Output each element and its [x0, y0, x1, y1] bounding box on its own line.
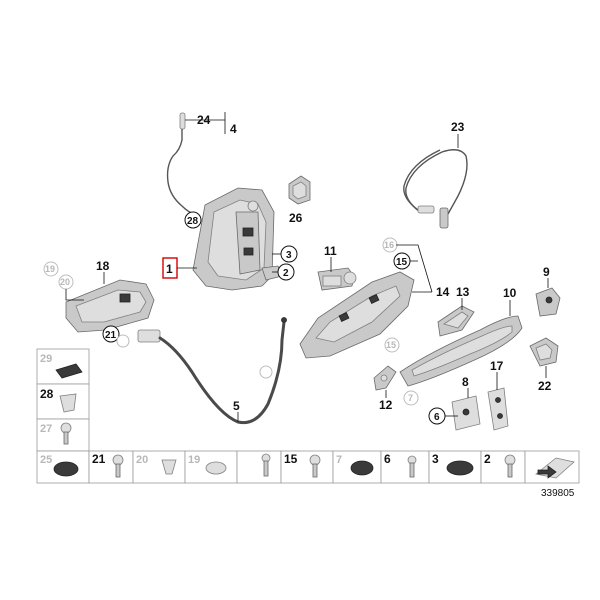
part-9-end-cap: [535, 278, 561, 317]
callout-23: 23: [451, 120, 465, 134]
callout-19: 19: [45, 264, 55, 274]
callout-20-circle: 20: [58, 274, 84, 301]
callout-3-circle: 3: [272, 245, 298, 263]
table-label-6: 6: [384, 452, 391, 466]
callout-9: 9: [543, 265, 550, 279]
part-14-handle-carrier: [299, 271, 432, 359]
callout-6-diagram: 6: [434, 412, 440, 423]
table-label-29: 29: [40, 353, 52, 365]
callout-7-circle: 7: [403, 390, 419, 406]
part-13-seal: [437, 298, 475, 337]
callout-10: 10: [503, 286, 517, 300]
callout-12: 12: [379, 398, 393, 412]
callout-6-circle: 6: [428, 407, 458, 425]
callout-21-diagram: 21: [105, 330, 117, 341]
callout-20: 20: [60, 277, 70, 287]
fastener-table-bottom: [36, 450, 580, 484]
callout-11: 11: [324, 244, 337, 258]
callout-17: 17: [490, 359, 504, 373]
callout-8: 8: [462, 375, 469, 389]
part-11-lock-cylinder: [317, 257, 357, 291]
table-label-20: 20: [136, 454, 148, 466]
callout-2: 2: [283, 268, 289, 279]
callout-20b-grey-circle: [259, 365, 273, 379]
table-label-28: 28: [40, 387, 54, 401]
callout-24: 24: [197, 113, 211, 127]
callout-15-top: 15: [396, 257, 408, 268]
diagram-reference-number: 339805: [541, 488, 575, 499]
callout-26: 26: [289, 211, 303, 225]
callout-1: 1: [166, 262, 173, 276]
table-label-21: 21: [92, 452, 106, 466]
callout-28-circle: 28: [184, 211, 202, 229]
part-1-door-lock: [192, 187, 283, 291]
callout-15-lower-circle: 15: [384, 337, 400, 353]
callout-14: 14: [436, 285, 450, 299]
part-24-rod-cable: [166, 112, 226, 215]
fastener-table-left: [36, 348, 90, 452]
callout-2-circle: 2: [272, 263, 295, 281]
part-17-clip: [487, 372, 509, 431]
table-label-3: 3: [432, 452, 439, 466]
callout-16: 16: [384, 240, 394, 250]
part-22-end-cap: [529, 337, 559, 378]
part-23-cable: [403, 134, 468, 229]
table-label-2: 2: [484, 452, 491, 466]
part-5-bowden-cable: [137, 317, 287, 425]
callout-21b-grey-circle: [116, 334, 130, 348]
callout-16-circle: 16: [382, 237, 398, 253]
part-8-clip: [451, 388, 481, 431]
callout-15-lower: 15: [386, 340, 396, 350]
part-12-gasket: [373, 365, 397, 398]
table-label-25: 25: [40, 454, 52, 466]
callout-4: 4: [230, 122, 237, 136]
table-label-19: 19: [188, 454, 200, 466]
table-label-15: 15: [284, 452, 298, 466]
callout-28-small: 28: [187, 216, 199, 227]
callout-21-circle: 21: [102, 325, 120, 343]
callout-5: 5: [233, 399, 240, 413]
callout-3: 3: [286, 250, 292, 261]
part-10-outer-handle: [399, 300, 523, 387]
callout-22: 22: [538, 379, 552, 393]
callout-18: 18: [96, 259, 110, 273]
callout-19-circle: 19: [43, 261, 59, 277]
callout-13: 13: [456, 285, 470, 299]
part-18-inner-handle: [65, 272, 155, 333]
table-label-27: 27: [40, 423, 52, 435]
callout-15-top-circle: 15: [393, 244, 433, 293]
part-26-bracket: [288, 175, 311, 205]
table-label-7: 7: [336, 454, 342, 466]
callout-7: 7: [408, 393, 413, 403]
